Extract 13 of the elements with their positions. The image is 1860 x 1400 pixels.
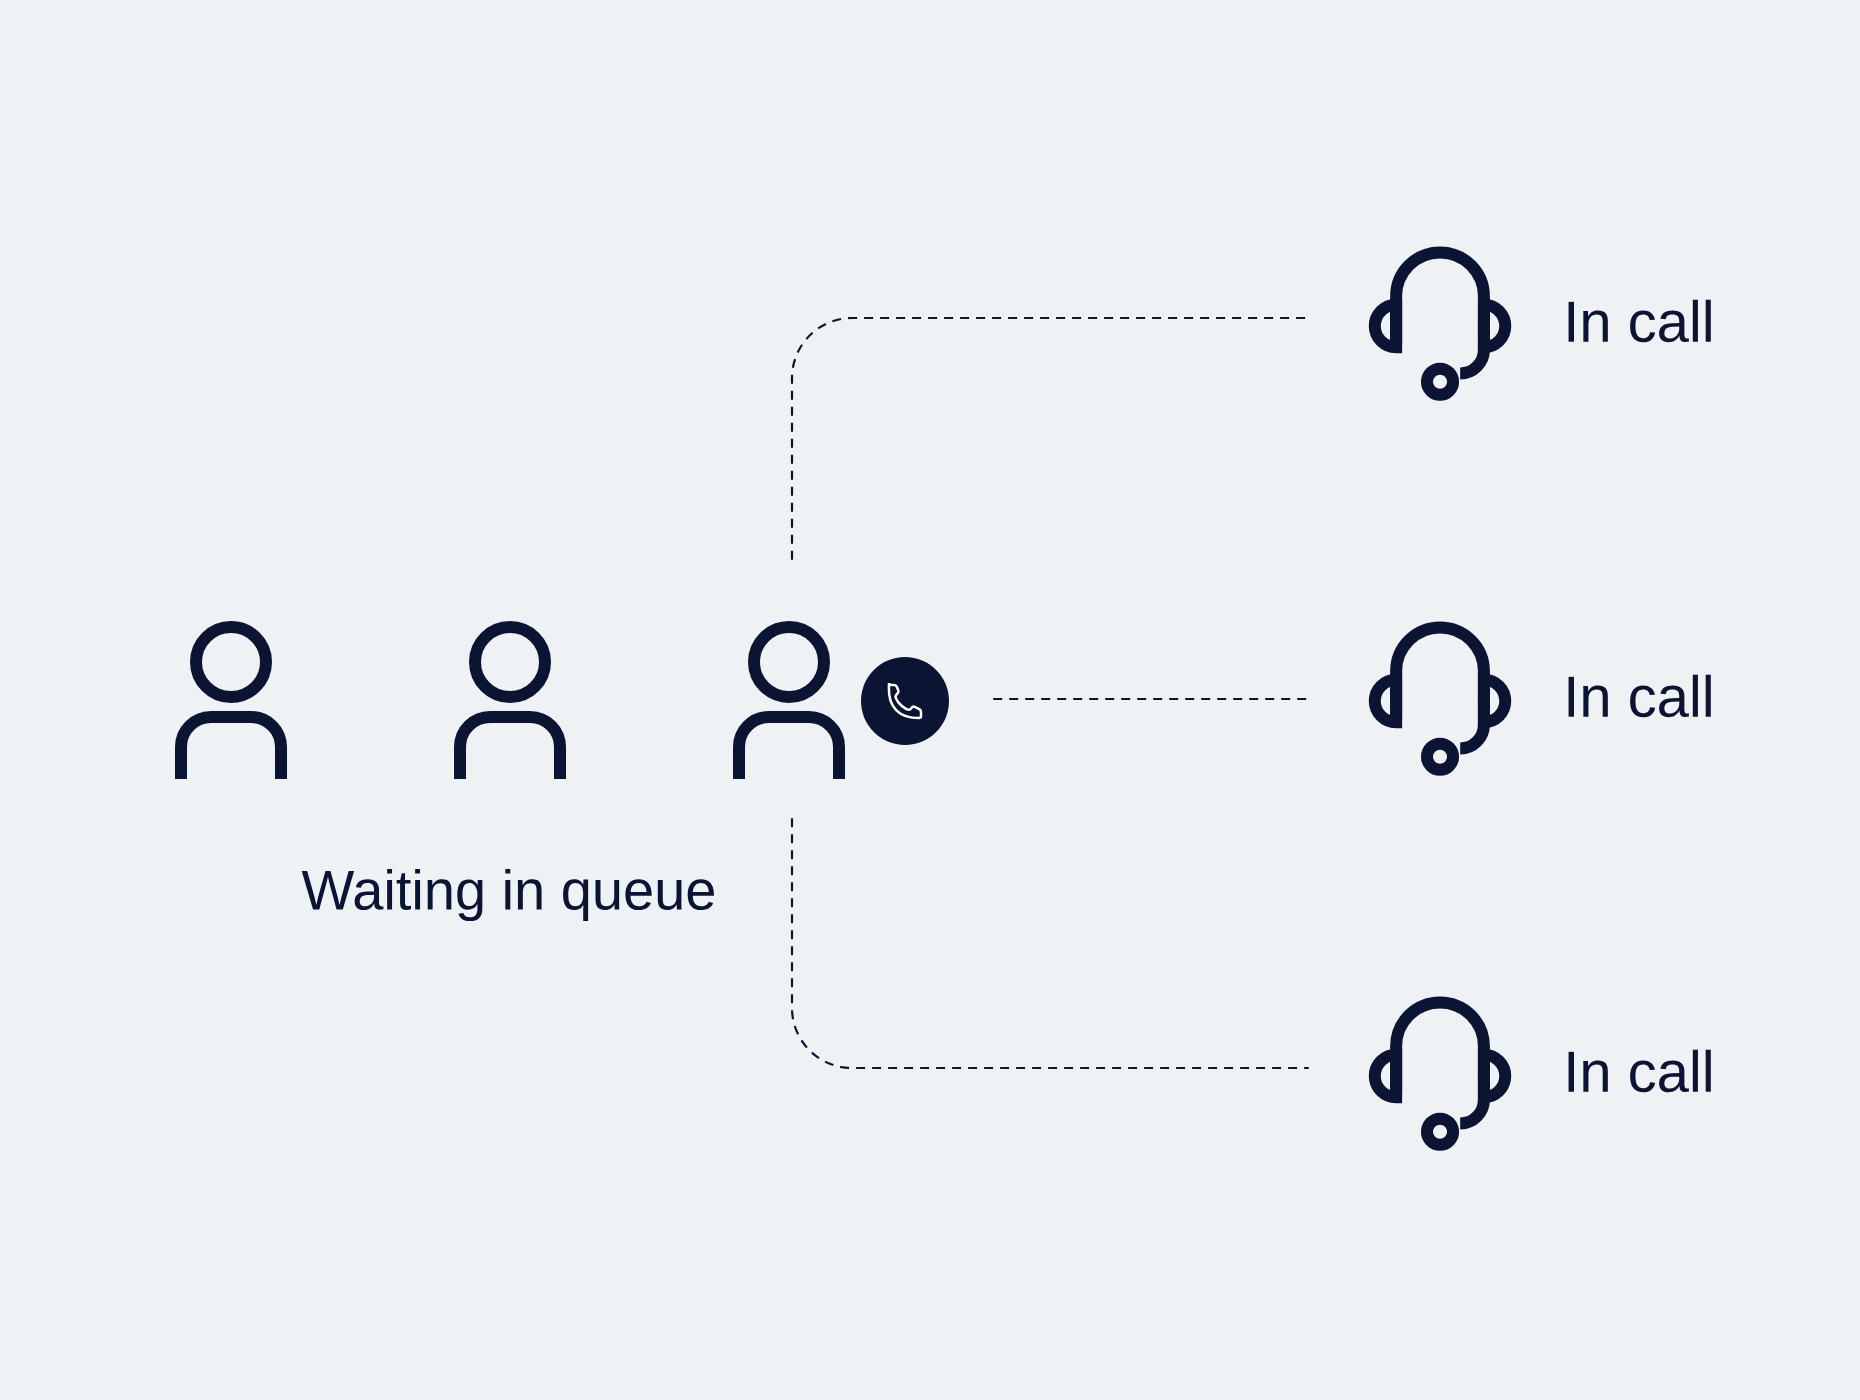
node-caption: In call [1568,299,1711,343]
headset-icon [1368,246,1512,401]
node-caption: In call [1568,1049,1711,1093]
person-icon [733,621,845,779]
headset-icon [1368,996,1512,1151]
dashed-connector [790,818,1309,1070]
phone-badge [861,657,949,745]
person-icon [454,621,566,779]
headset-icon [1368,621,1512,776]
node-caption: In call [1568,674,1711,718]
queue-label: Waiting in queue [301,868,714,922]
person-icon [175,621,287,779]
dashed-connector [993,697,1309,701]
